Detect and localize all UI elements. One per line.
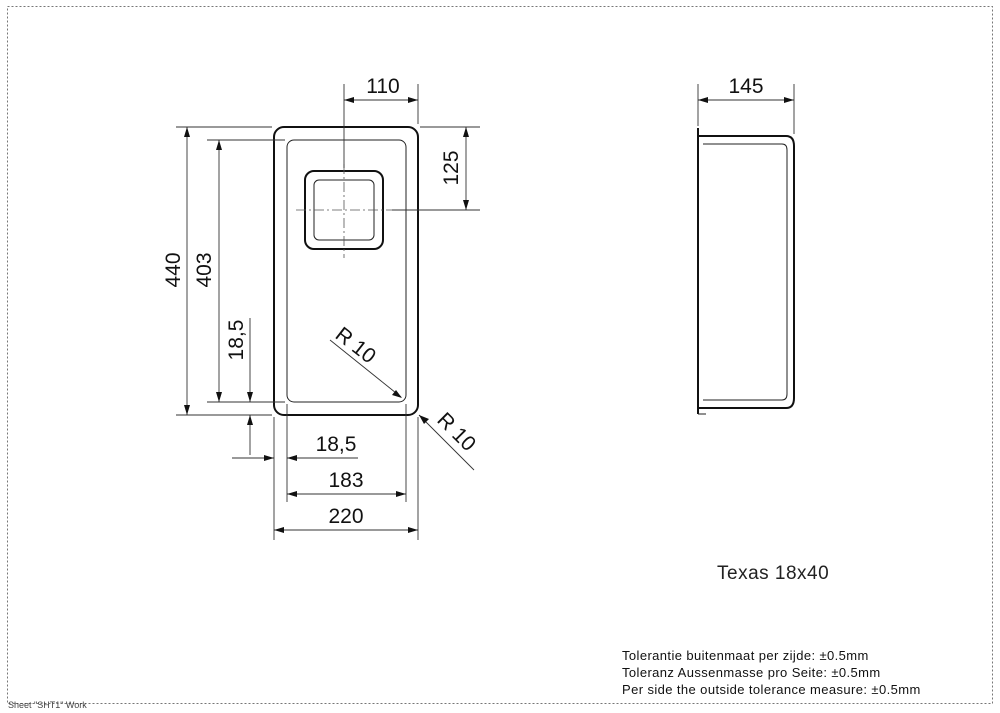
dimension-18-5-horizontal-label: 18,5 [316,433,357,456]
dimension-18-5-vertical-label: 18,5 [225,320,248,361]
radius-inner: R 10 [329,323,402,398]
dimension-145-label: 145 [728,75,763,98]
dimension-403: 403 [193,139,285,403]
dimension-183: 183 [287,404,407,502]
tolerance-note-nl: Tolerantie buitenmaat per zijde: ±0.5mm [622,648,869,663]
dimension-440: 440 [162,126,272,416]
side-view [697,128,795,415]
dimension-220: 220 [274,417,419,540]
top-view [273,126,419,416]
dimension-145: 145 [697,75,795,134]
radius-outer-label: R 10 [432,408,480,456]
dimension-110: 110 [343,75,419,168]
dimension-125-label: 125 [440,150,463,185]
dimension-125: 125 [392,126,480,211]
radius-outer: R 10 [418,408,480,471]
dimension-183-label: 183 [328,469,363,492]
dimension-403-label: 403 [193,252,216,287]
sink-inner-outline [286,139,407,403]
side-body-outline [698,135,795,409]
sink-outer-outline [273,126,419,416]
radius-inner-label: R 10 [331,323,380,368]
tolerance-note-de: Toleranz Aussenmasse pro Seite: ±0.5mm [622,665,881,680]
sheet-label: Sheet "SHT1" Work [8,700,87,710]
side-body-inner [703,143,788,401]
dimension-110-label: 110 [366,75,399,98]
dimension-440-label: 440 [162,252,185,287]
drawing-border [7,6,993,704]
product-title: Texas 18x40 [717,563,829,584]
dimension-18-5-horizontal: 18,5 [232,404,358,540]
dimension-18-5-vertical: 18,5 [225,318,253,455]
dimension-220-label: 220 [328,505,363,528]
tolerance-note-en: Per side the outside tolerance measure: … [622,682,921,697]
